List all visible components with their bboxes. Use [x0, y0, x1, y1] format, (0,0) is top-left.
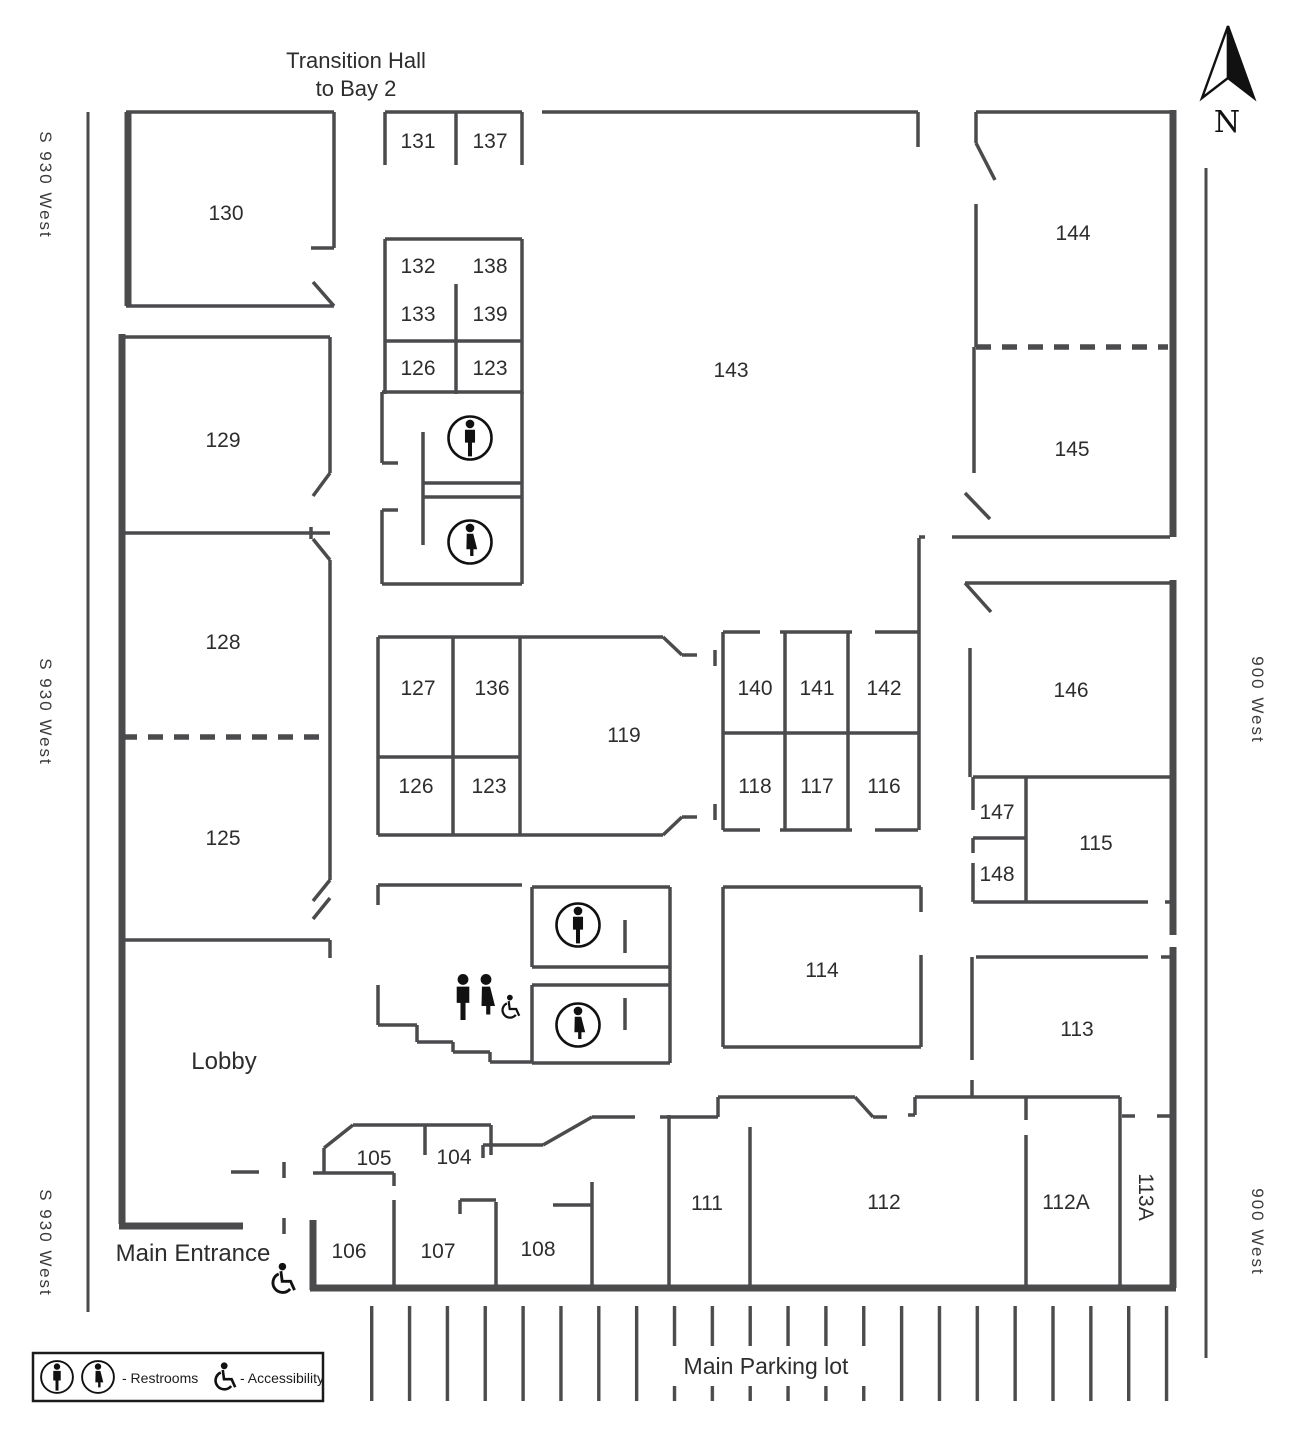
room-label-139: 139	[472, 303, 507, 326]
transition-hall-label-line1: Transition Hall	[286, 48, 426, 73]
door-swing	[311, 280, 336, 308]
room-label-125: 125	[205, 827, 240, 850]
room-label-146: 146	[1053, 679, 1088, 702]
room-label-123b: 123	[471, 775, 506, 798]
street-label-s930west: S 930 West	[36, 658, 55, 766]
exterior-walls	[118, 110, 1177, 1292]
door-swing	[661, 635, 684, 657]
wheelchair-icon	[501, 993, 521, 1019]
family-restroom-woman-icon	[480, 974, 495, 1015]
room-label-126: 126	[400, 357, 435, 380]
room-label-107: 107	[420, 1240, 455, 1263]
parking-lot	[370, 1306, 1169, 1401]
room-label-114: 114	[805, 959, 839, 982]
room-label-104: 104	[436, 1146, 471, 1169]
room-label-127: 127	[400, 677, 435, 700]
main-entrance-label: Main Entrance	[116, 1240, 271, 1267]
room-label-145: 145	[1054, 438, 1089, 461]
compass-label: N	[1214, 105, 1240, 140]
door-swing	[963, 581, 993, 614]
room-label-123: 123	[472, 357, 507, 380]
north-arrow-icon	[1199, 25, 1257, 102]
labels: Transition Hall to Bay 2 Lobby Main Entr…	[36, 48, 1267, 1379]
room-label-132: 132	[400, 255, 435, 278]
room-label-126b: 126	[398, 775, 433, 798]
legend: - Restrooms - Accessibility	[31, 1351, 325, 1403]
legend-restrooms-label: - Restrooms	[122, 1370, 198, 1386]
door-swing	[963, 491, 992, 521]
room-label-115: 115	[1079, 832, 1112, 855]
room-label-129: 129	[205, 429, 240, 452]
room-label-138: 138	[472, 255, 507, 278]
room-label-113a: 113A	[1134, 1173, 1157, 1221]
room-label-105: 105	[356, 1147, 391, 1170]
street-label-s930west: S 930 West	[36, 1189, 55, 1297]
room-label-142: 142	[866, 677, 901, 700]
door-swing	[311, 896, 332, 921]
street-label-900west: 900 West	[1248, 656, 1267, 744]
room-label-116: 116	[867, 775, 900, 798]
room-label-141: 141	[799, 677, 834, 700]
room-label-128: 128	[205, 631, 240, 654]
room-label-148: 148	[979, 863, 1014, 886]
room-label-117: 117	[800, 775, 833, 798]
female-restroom-icon	[449, 521, 492, 564]
entrance-wheelchair-icon	[271, 1261, 296, 1294]
street-label-s930west: S 930 West	[36, 131, 55, 239]
male-restroom-icon	[557, 904, 600, 947]
room-label-131: 131	[400, 130, 435, 153]
room-label-106: 106	[331, 1240, 366, 1263]
female-restroom-icon	[557, 1004, 600, 1047]
street-label-900west: 900 West	[1248, 1188, 1267, 1276]
room-label-133: 133	[400, 303, 435, 326]
room-label-111: 111	[691, 1192, 723, 1215]
door-swing	[311, 471, 332, 498]
room-label-112a: 112A	[1042, 1191, 1090, 1214]
male-restroom-icon	[449, 417, 492, 460]
room-label-118: 118	[738, 775, 771, 798]
room-label-119: 119	[607, 724, 640, 747]
door-swing	[311, 878, 332, 903]
room-label-108: 108	[520, 1238, 555, 1261]
room-label-137: 137	[472, 130, 507, 153]
door-swing	[974, 142, 997, 181]
room-label-144: 144	[1055, 222, 1090, 245]
room-label-147: 147	[979, 801, 1014, 824]
room-label-112: 112	[867, 1191, 900, 1214]
room-label-113: 113	[1060, 1018, 1093, 1041]
room-label-140: 140	[737, 677, 772, 700]
door-swing	[661, 815, 684, 837]
family-restroom-man-icon	[456, 974, 470, 1020]
room-label-136: 136	[474, 677, 509, 700]
transition-hall-label-line2: to Bay 2	[316, 76, 397, 101]
door-swing	[311, 537, 332, 562]
interior-walls	[122, 110, 1173, 1288]
room-labels: 130 131 137 132 138 133 139 126 123 143 …	[205, 130, 1157, 1263]
legend-accessibility-label: - Accessibility	[240, 1370, 324, 1386]
main-parking-label: Main Parking lot	[684, 1353, 850, 1379]
room-label-130: 130	[208, 202, 243, 225]
room-label-143: 143	[713, 359, 748, 382]
street-lines	[86, 112, 1208, 1358]
lobby-label: Lobby	[191, 1048, 256, 1075]
